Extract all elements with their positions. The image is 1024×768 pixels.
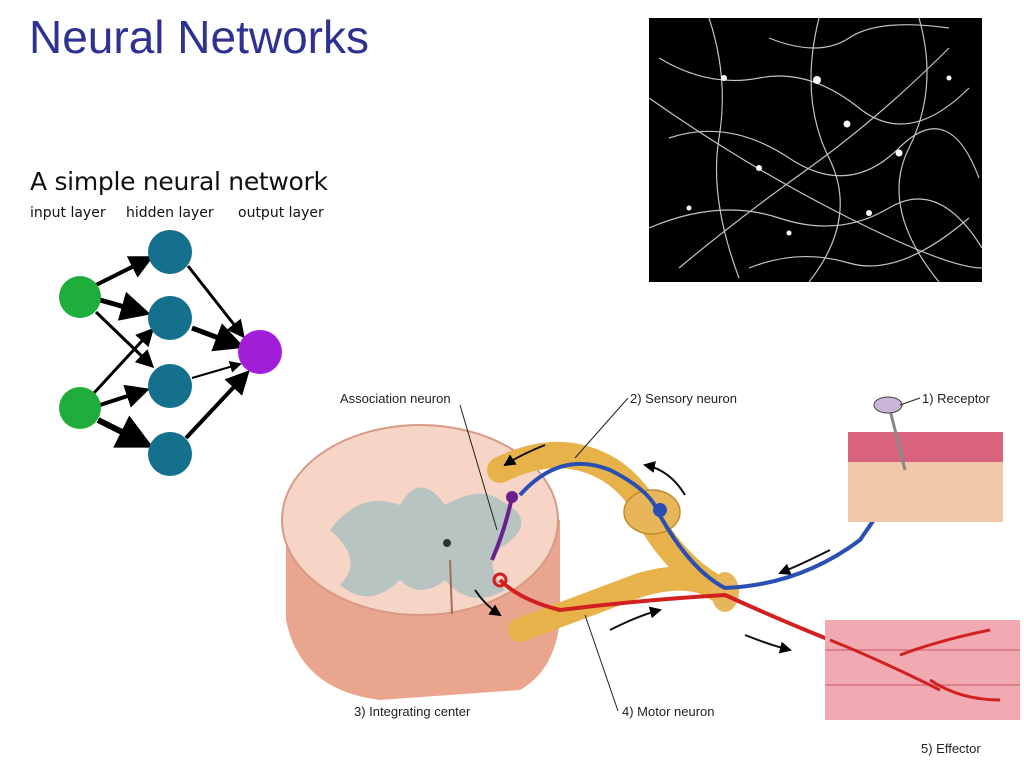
direction-arrows [474,444,831,654]
receptor-pin-head [873,396,903,414]
input-layer-label: input layer [30,205,106,221]
effector-label: 5) Effector [921,741,981,756]
hidden-node-3 [148,364,192,408]
edge-h1-out [186,265,245,339]
reflex-arc-illustration: Association neuron 2) Sensory neuron 1) … [281,391,1020,756]
motor-pointer [584,614,619,712]
output-layer-label: output layer [238,205,324,221]
sensory-cell-body [653,503,667,517]
input-node-2 [59,387,101,429]
network-nodes [59,230,282,476]
input-node-1 [59,276,101,318]
motor-cell-body [492,572,508,588]
sensory-neuron-label: 2) Sensory neuron [630,391,737,406]
ventral-root-nerve [508,566,732,642]
edge-h4-out [184,370,250,440]
neuron-micrograph-image [649,18,982,282]
edge-in2-h2 [92,327,155,395]
hidden-layer-label: hidden layer [126,205,214,221]
hidden-node-2 [148,296,192,340]
association-neuron-label: Association neuron [340,391,451,406]
central-canal [443,539,451,547]
effector-nerve-branches [829,628,1001,702]
edge-in1-h3 [94,310,155,369]
edge-h3-out [191,361,242,379]
slide-title: Neural Networks [29,11,369,63]
receptor-pointer [899,397,921,406]
sensory-neuron-path [518,461,907,591]
association-pointer [459,404,498,531]
spinal-nerve-junction [711,572,739,612]
median-fissure [449,559,453,615]
effector-muscle-block [825,620,1020,720]
edge-in1-h2 [99,291,151,321]
receptor-skin-surface [848,432,1003,462]
hidden-node-4 [148,432,192,476]
edge-in2-h4 [96,415,154,448]
motor-neuron-label: 4) Motor neuron [622,704,715,719]
dorsal-root-ganglion [623,489,681,535]
association-cell-body [506,491,518,503]
network-edges [92,256,250,448]
edge-in2-h3 [99,384,150,408]
network-diagram-title: A simple neural network [30,167,328,196]
receptor-pin [888,409,907,471]
association-neuron-path [490,496,514,561]
output-node [238,330,282,374]
sensory-pointer [574,397,629,459]
integrating-center-label: 3) Integrating center [354,704,471,719]
edge-in1-h1 [95,256,154,287]
receptor-label: 1) Receptor [922,391,991,406]
spinal-gray-matter [330,487,522,598]
hidden-node-1 [148,230,192,274]
dorsal-root-nerve [487,442,733,603]
neuron-network-texture [649,18,982,282]
edge-h2-out [191,323,245,352]
